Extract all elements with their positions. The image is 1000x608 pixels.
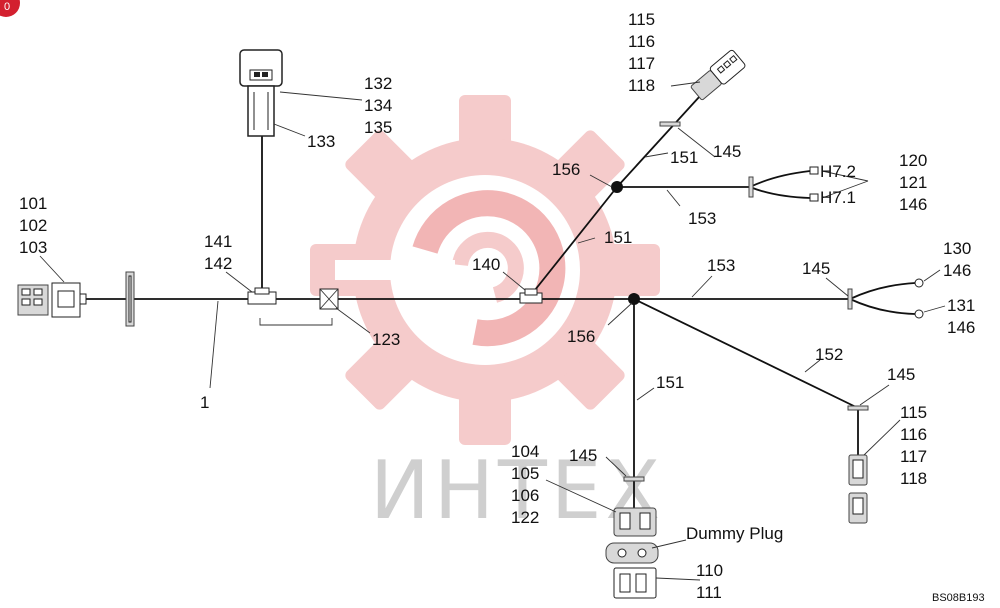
label-145-top: 145	[713, 142, 741, 161]
label-140: 140	[472, 255, 500, 274]
label-151-mid: 151	[604, 228, 632, 247]
dummy-plug	[605, 542, 659, 599]
label-146-b: 146	[943, 261, 971, 280]
corner-badge	[0, 0, 20, 17]
label-106: 106	[511, 486, 539, 505]
branch-wire-152	[633, 298, 859, 409]
ring-terminal-130	[914, 278, 924, 288]
label-115-top: 115	[628, 10, 655, 29]
wire-h72	[749, 170, 811, 188]
label-146-c: 146	[947, 318, 975, 337]
label-118-top: 118	[628, 76, 655, 95]
label-134: 134	[364, 96, 392, 115]
terminal-h72	[809, 166, 819, 175]
corner-badge-text: 0	[4, 1, 10, 13]
label-153-upper: 153	[688, 209, 716, 228]
label-116-right: 116	[900, 425, 927, 444]
label-151-lower: 151	[656, 373, 684, 392]
label-152: 152	[815, 345, 843, 364]
terminal-h71	[809, 193, 819, 202]
connector-132-135	[239, 49, 283, 137]
label-123: 123	[372, 330, 400, 349]
connector-115-118-top	[690, 49, 746, 101]
part-labels: 101 102 103 1 141 142 132 134 135 133 12…	[19, 10, 985, 604]
part-123-box	[319, 288, 339, 310]
label-103: 103	[19, 238, 47, 257]
wire-h71	[749, 186, 811, 199]
label-135: 135	[364, 118, 392, 137]
label-111: 111	[696, 583, 722, 602]
label-117-top: 117	[628, 54, 655, 73]
label-156-upper: 156	[552, 160, 580, 179]
label-122: 122	[511, 508, 539, 527]
label-104: 104	[511, 442, 539, 461]
label-145-right: 145	[802, 259, 830, 278]
wires	[85, 95, 916, 508]
connector-101-103	[17, 282, 87, 318]
label-141: 141	[204, 232, 232, 251]
label-h72: H7.2	[820, 162, 856, 181]
grommet	[125, 271, 135, 327]
label-145-lower-right: 145	[887, 365, 915, 384]
label-151-top: 151	[670, 148, 698, 167]
clamp-145-right	[847, 288, 853, 310]
tee-140-top	[524, 288, 538, 296]
clamp-145-bottom	[623, 476, 645, 482]
branch-wire-151-top	[616, 95, 701, 188]
label-118-right: 118	[900, 469, 927, 488]
label-130: 130	[943, 239, 971, 258]
drawing-code: BS08B193	[932, 592, 985, 604]
clamp-145-top	[659, 121, 681, 127]
leader-lines	[39, 81, 946, 581]
label-121: 121	[899, 173, 927, 192]
label-132: 132	[364, 74, 392, 93]
label-156-lower: 156	[567, 327, 595, 346]
clamp-145-lower-right	[847, 405, 869, 411]
branch-wire-151-upper	[530, 186, 618, 296]
label-110: 110	[696, 561, 723, 580]
watermark-gear	[310, 95, 660, 445]
ring-terminal-131	[914, 309, 924, 319]
label-133: 133	[307, 132, 335, 151]
wire-130	[849, 282, 916, 300]
clamps-145	[623, 121, 869, 482]
label-1: 1	[200, 393, 209, 412]
clamp-145-h7	[748, 176, 754, 198]
connector-104-122	[613, 507, 657, 537]
junction-156-upper	[611, 181, 623, 193]
tee-141-142-top	[254, 287, 270, 295]
label-120: 120	[899, 151, 927, 170]
label-dummy-plug: Dummy Plug	[686, 524, 783, 543]
junction-156-lower	[628, 293, 640, 305]
label-115-right: 115	[900, 403, 927, 422]
label-145-bottom: 145	[569, 446, 597, 465]
wire-131	[849, 298, 916, 315]
dimension-bracket	[259, 318, 333, 326]
label-117-right: 117	[900, 447, 927, 466]
label-105: 105	[511, 464, 539, 483]
watermark-text: ИНТЕХ	[370, 444, 664, 537]
connector-115-118-right	[848, 454, 868, 524]
label-101: 101	[19, 194, 47, 213]
label-102: 102	[19, 216, 47, 235]
label-153-right: 153	[707, 256, 735, 275]
label-146-a: 146	[899, 195, 927, 214]
label-116-top: 116	[628, 32, 655, 51]
label-131: 131	[947, 296, 975, 315]
label-142: 142	[204, 254, 232, 273]
label-h71: H7.1	[820, 188, 856, 207]
